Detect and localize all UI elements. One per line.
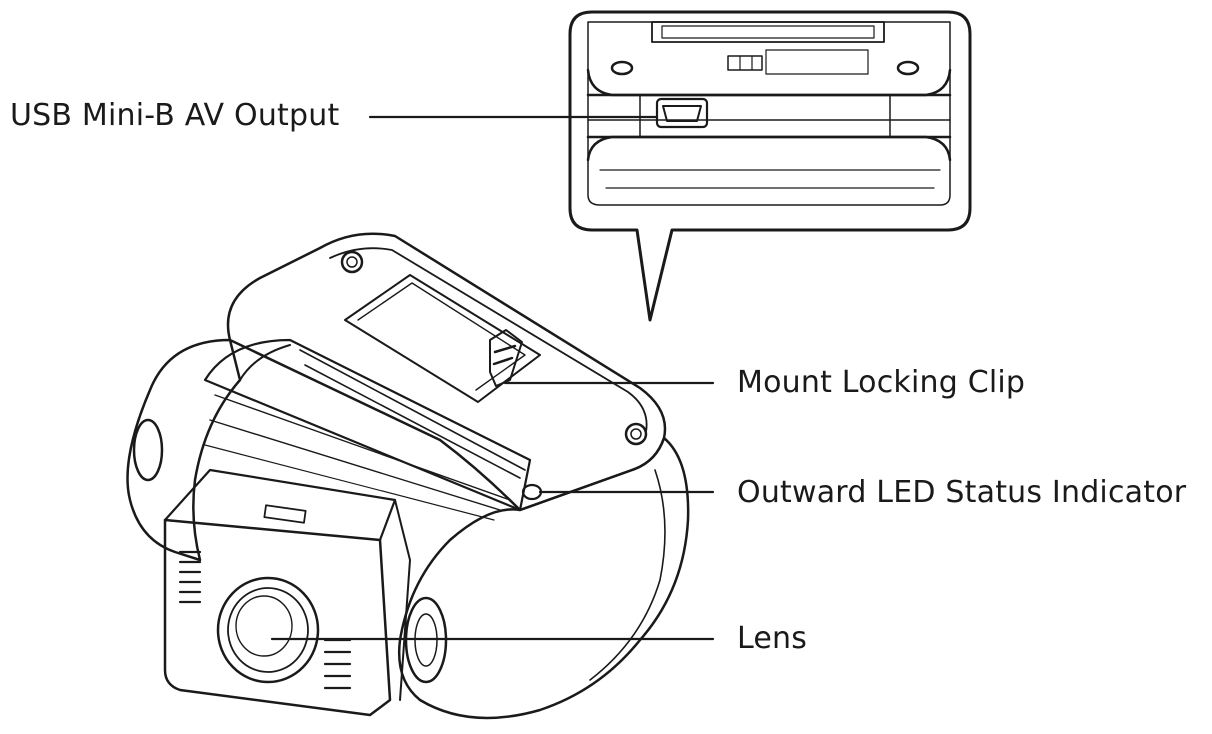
- mount-clip-label: Mount Locking Clip: [737, 365, 1026, 400]
- dashcam-body: [126, 232, 690, 720]
- usb-output-label: USB Mini-B AV Output: [10, 98, 340, 133]
- leader-lines: [270, 115, 715, 641]
- inset-device-bottom-view: [586, 21, 952, 206]
- led-indicator-label: Outward LED Status Indicator: [737, 475, 1187, 510]
- inset-callout-bubble: [568, 10, 972, 322]
- lens-label: Lens: [737, 621, 808, 656]
